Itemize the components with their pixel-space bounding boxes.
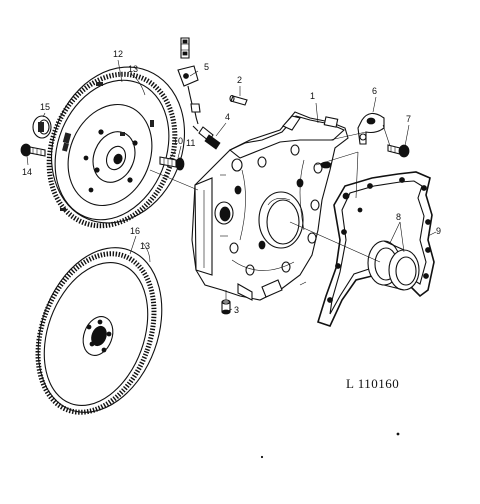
callouts: 1 2 3 4 5 6 7 8 9 10 11 12 13 13 14 15 1… (22, 49, 441, 315)
callout-2: 2 (237, 75, 242, 85)
flywheel-housing (191, 111, 349, 301)
bracket-6 (357, 112, 385, 145)
seal-8 (367, 240, 420, 291)
callout-12: 12 (113, 49, 123, 59)
flywheel-lower (35, 247, 163, 415)
speck (260, 455, 264, 459)
reference-code: L 110160 (346, 376, 399, 391)
bolt-7 (387, 144, 410, 158)
speck (396, 432, 400, 436)
connector-5 (177, 37, 201, 125)
callout-8: 8 (396, 212, 401, 222)
callout-7: 7 (406, 114, 411, 124)
bolt-14 (20, 143, 46, 157)
callout-5: 5 (204, 62, 209, 72)
leader-lines (26, 59, 437, 312)
callout-13-upper: 13 (128, 64, 138, 74)
washer-15 (32, 115, 52, 139)
flywheel-upper (46, 66, 186, 229)
callout-16: 16 (130, 226, 140, 236)
plug-3 (221, 299, 231, 315)
callout-9: 9 (436, 226, 441, 236)
callout-4: 4 (225, 112, 230, 122)
callout-15: 15 (40, 102, 50, 112)
assembly-lines (149, 124, 391, 300)
callout-13-lower: 13 (140, 241, 150, 251)
bolt-10 (159, 156, 185, 171)
callout-11: 11 (186, 138, 195, 148)
dowel-pin-2 (229, 94, 248, 106)
callout-1: 1 (310, 91, 315, 101)
callout-3: 3 (234, 305, 239, 315)
callout-14: 14 (22, 167, 32, 177)
sensor-4 (192, 125, 221, 150)
callout-10: 10 (173, 136, 183, 146)
callout-6: 6 (372, 86, 377, 96)
